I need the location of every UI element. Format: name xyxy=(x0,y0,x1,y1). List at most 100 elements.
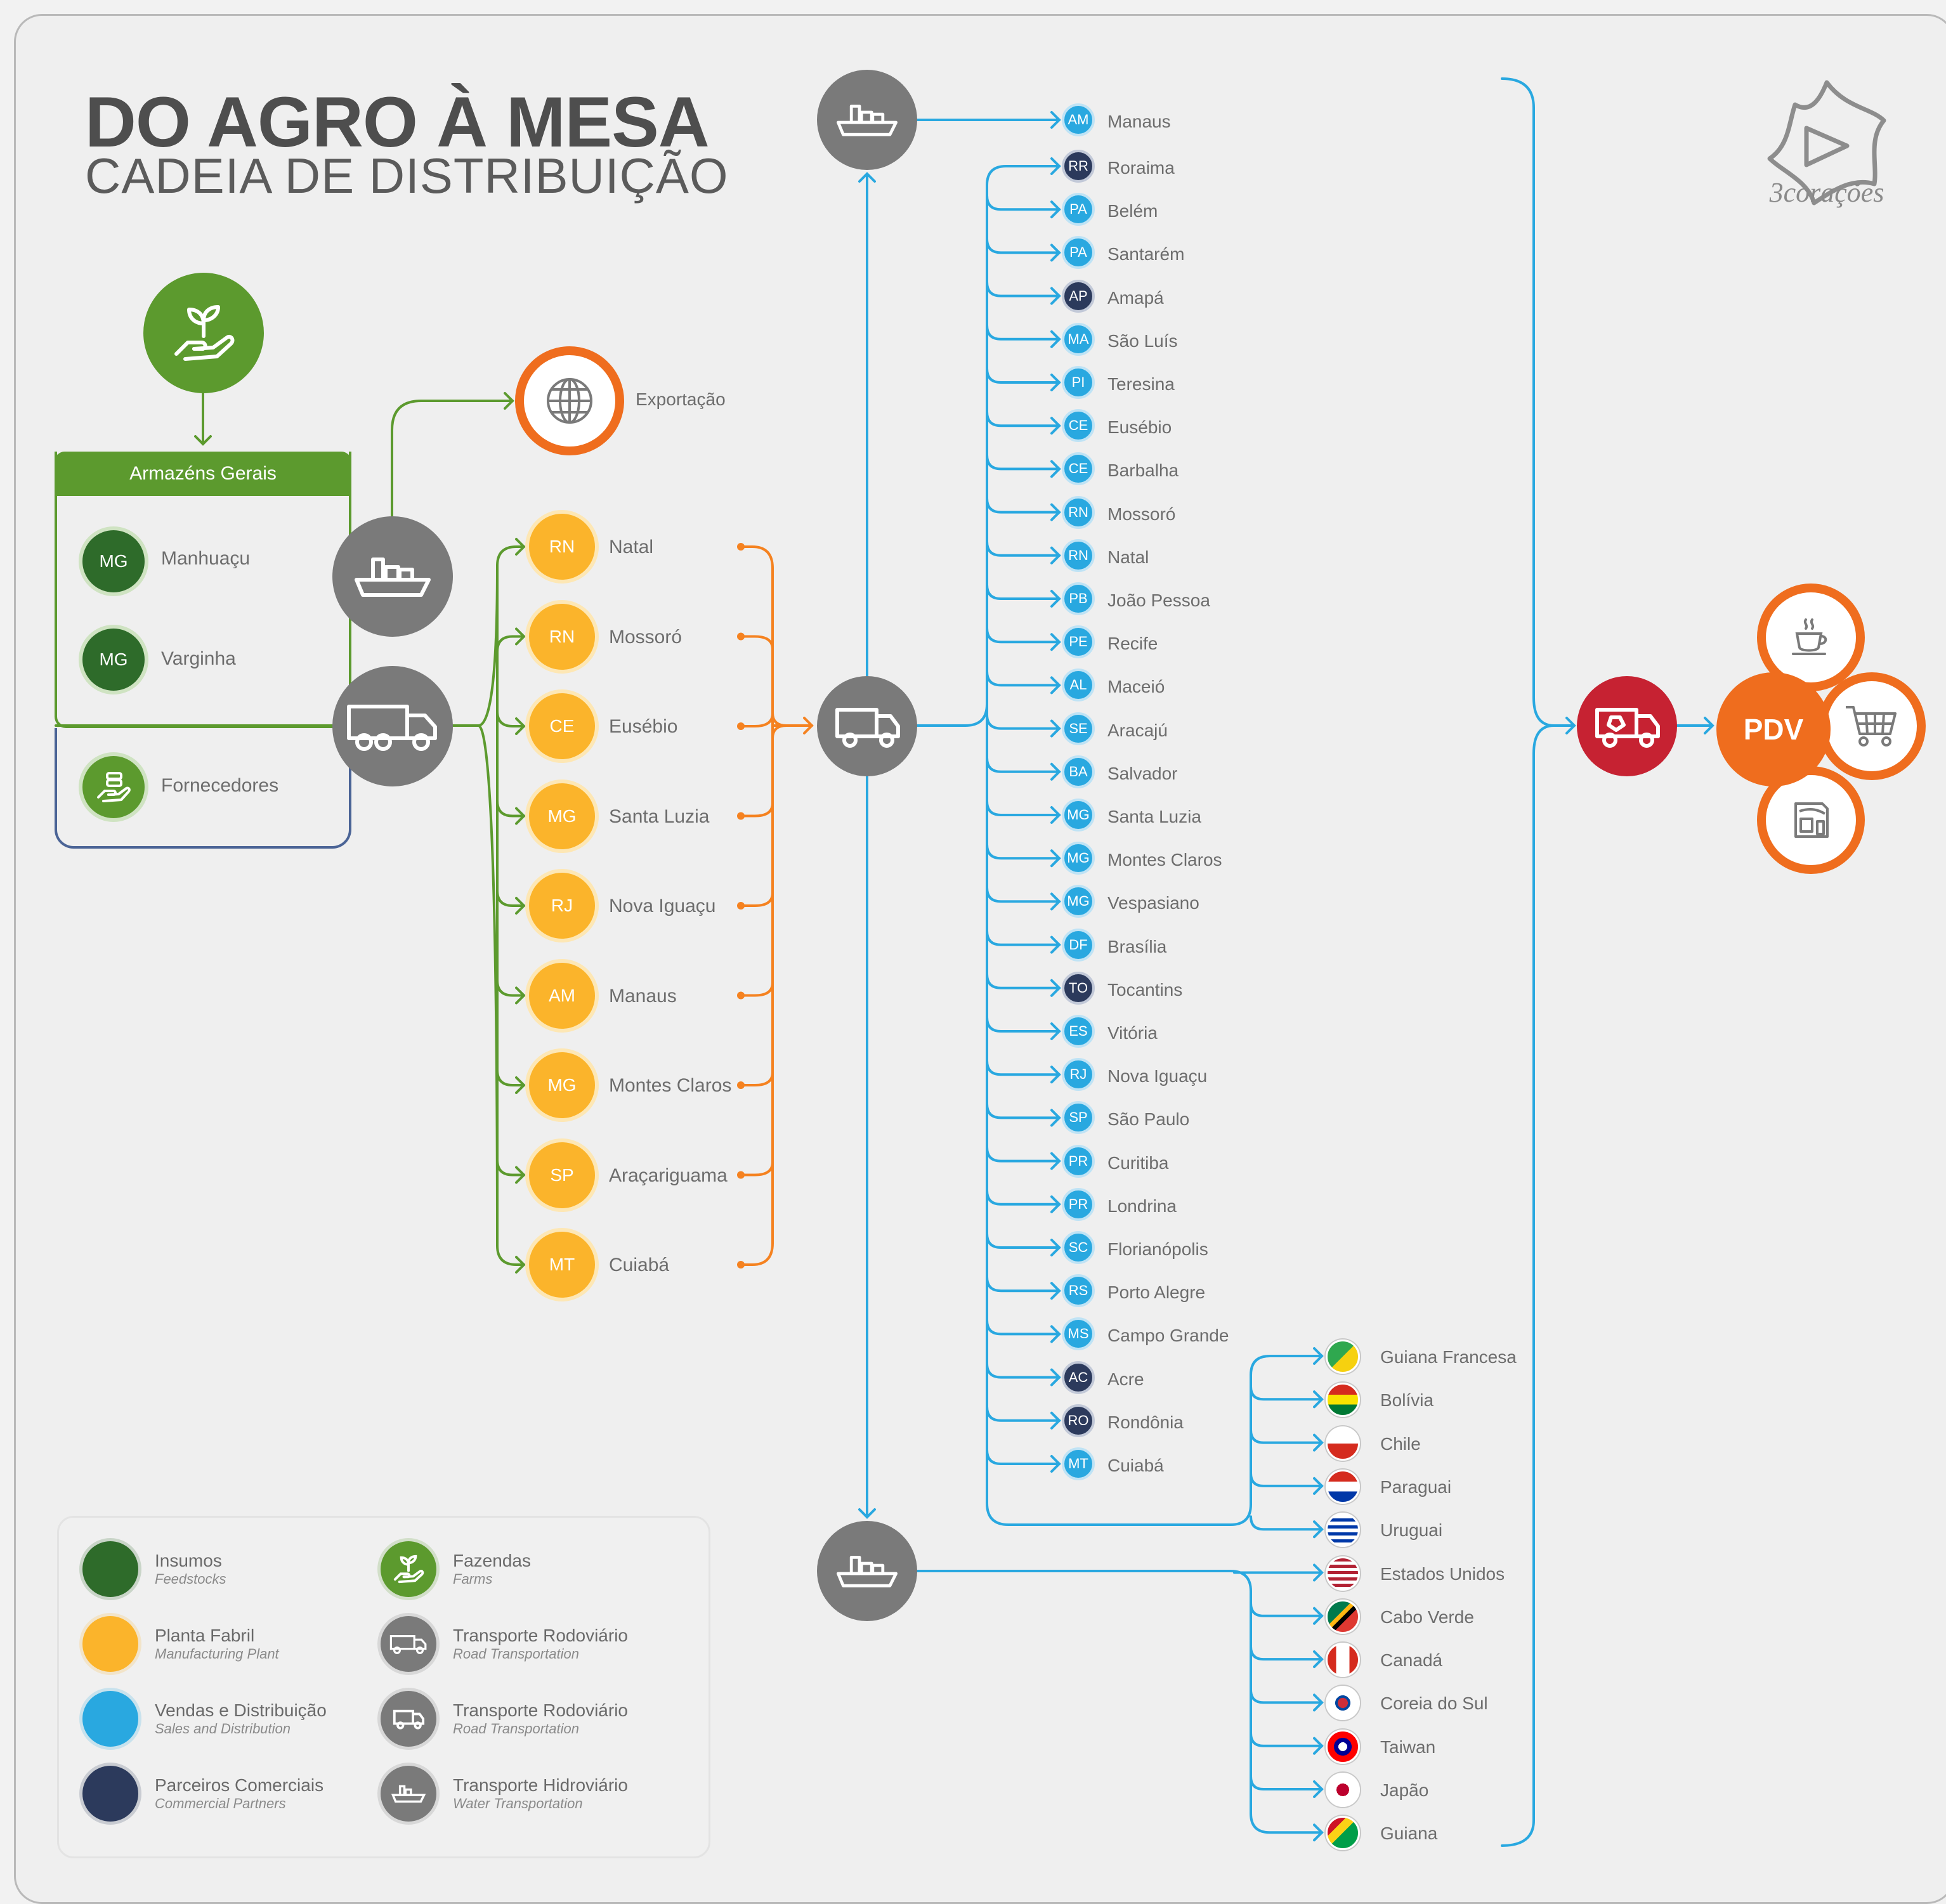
arrow-head xyxy=(515,807,526,825)
legend-subtitle: Farms xyxy=(453,1571,493,1587)
farm-node xyxy=(143,273,264,393)
plant-label: Montes Claros xyxy=(609,1075,732,1096)
destination-badge: MG xyxy=(1062,799,1095,831)
country-label: Guiana xyxy=(1380,1823,1438,1844)
destination-label: Belém xyxy=(1107,201,1158,221)
arrow-head xyxy=(1050,936,1061,954)
destination-label: Amapá xyxy=(1107,287,1164,308)
destination-connector xyxy=(986,367,1061,384)
arrow-head xyxy=(1050,1022,1061,1040)
ship-to-countries xyxy=(916,1570,1252,1593)
arrow-head xyxy=(504,392,514,410)
cabo-verde-flag-icon xyxy=(1326,1599,1360,1634)
country-label: Paraguai xyxy=(1380,1477,1452,1497)
destination-connector xyxy=(986,584,1061,600)
destination-connector xyxy=(986,929,1061,946)
plant-badge: SP xyxy=(525,1138,599,1212)
arrow-head xyxy=(1050,330,1061,348)
armazens-title: Armazéns Gerais xyxy=(55,452,351,496)
plant-label: Santa Luzia xyxy=(609,805,710,827)
plant-badge: AM xyxy=(525,958,599,1033)
country-label: Cabo Verde xyxy=(1380,1607,1474,1627)
country-label: Bolívia xyxy=(1380,1390,1434,1411)
destination-connector xyxy=(986,280,1061,297)
arrow-head xyxy=(1050,546,1061,564)
arrow-head xyxy=(1050,849,1061,868)
destination-badge: PI xyxy=(1062,366,1095,399)
delivery-truck-icon xyxy=(1595,708,1660,748)
ship-icon xyxy=(837,1556,898,1588)
destination-badge: TO xyxy=(1062,971,1095,1005)
destination-label: Barbalha xyxy=(1107,460,1179,481)
destination-badge: MG xyxy=(1062,842,1095,875)
destination-badge: MS xyxy=(1062,1317,1095,1351)
road-transport-node xyxy=(332,666,453,786)
paraguai-flag-icon xyxy=(1326,1469,1360,1504)
arrow-head xyxy=(1313,1520,1324,1539)
destination-connector xyxy=(986,972,1061,989)
arrow-head xyxy=(858,172,876,183)
arrow-head xyxy=(1313,1563,1324,1582)
arrow-head xyxy=(1050,633,1061,651)
destination-badge: PR xyxy=(1062,1144,1095,1178)
country-label: Canadá xyxy=(1380,1650,1443,1671)
hub-to-destinations xyxy=(916,703,988,727)
plant-badge: RN xyxy=(525,599,599,674)
plant-label: Manaus xyxy=(609,985,677,1007)
plant-connector xyxy=(496,635,525,653)
destination-label: Natal xyxy=(1107,547,1149,567)
legend-subtitle: Manufacturing Plant xyxy=(155,1646,279,1662)
country-connector xyxy=(1250,1385,1323,1401)
arrow-head xyxy=(1565,717,1576,734)
plant-label: Cuiabá xyxy=(609,1255,670,1275)
country-connector xyxy=(1250,1471,1323,1487)
ship-icon xyxy=(355,558,431,597)
ship-icon xyxy=(837,105,898,136)
arrow-head xyxy=(194,435,212,446)
arrow-head xyxy=(515,717,526,735)
country-connector xyxy=(1250,1355,1323,1376)
destination-badge: RN xyxy=(1062,538,1095,572)
brand-logo-text: 3corações xyxy=(1769,177,1884,208)
destination-connector xyxy=(986,1449,1061,1465)
legend-subtitle: Commercial Partners xyxy=(155,1796,286,1811)
fornecedores-label: Fornecedores xyxy=(161,775,279,796)
destination-badge: AP xyxy=(1062,279,1095,313)
plant-connector xyxy=(477,724,525,1266)
arrow-head xyxy=(515,1076,526,1094)
destination-connector xyxy=(986,237,1061,254)
country-label: Japão xyxy=(1380,1780,1429,1800)
legend-subtitle: Road Transportation xyxy=(453,1646,579,1662)
road-transport-node xyxy=(817,676,917,776)
destination-badge: PR xyxy=(1062,1187,1095,1221)
shopping-cart-node xyxy=(1818,672,1926,780)
destination-connector xyxy=(986,453,1061,471)
armazem-label: Manhuaçu xyxy=(161,548,251,569)
legend-subtitle: Feedstocks xyxy=(155,1571,226,1587)
destination-badge: ES xyxy=(1062,1015,1095,1048)
plant-badge: CE xyxy=(525,689,599,763)
export-connector xyxy=(391,400,514,518)
destination-connector xyxy=(986,1232,1061,1249)
destination-badge: RJ xyxy=(1062,1058,1095,1092)
plant-badge: MT xyxy=(525,1228,599,1301)
destination-connector xyxy=(986,1102,1061,1119)
destination-label: Maceió xyxy=(1107,677,1165,697)
country-label: Taiwan xyxy=(1380,1737,1436,1757)
van-icon xyxy=(381,1691,436,1747)
country-connector xyxy=(1250,1731,1323,1747)
destination-connector xyxy=(986,886,1061,903)
plant-to-hub-connector xyxy=(740,802,774,818)
destination-label: Tocantins xyxy=(1107,979,1183,1000)
arrow-head xyxy=(1050,417,1061,435)
delivery-truck-node xyxy=(1577,676,1677,776)
water-transport-node xyxy=(817,1521,917,1621)
destination-label: Santarém xyxy=(1107,244,1185,264)
